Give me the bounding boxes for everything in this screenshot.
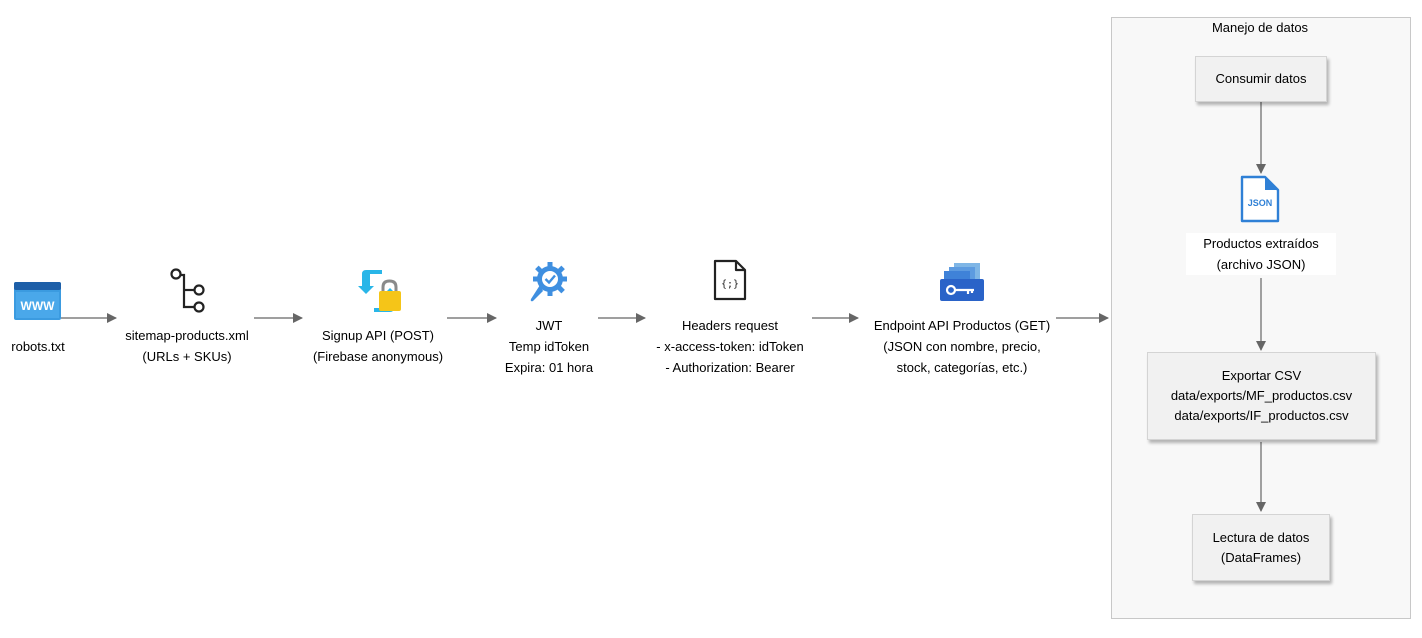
json-line-2: (archivo JSON) (1216, 257, 1306, 272)
web-browser-www-icon: WWW (14, 282, 61, 320)
signup-line-2: (Firebase anonymous) (312, 349, 444, 364)
robots-label: robots.txt (11, 339, 65, 354)
api-key-icon (940, 262, 984, 302)
lectura-line-2: (DataFrames) (1220, 549, 1302, 565)
headers-line-3: - Authorization: Bearer (665, 360, 795, 375)
gear-check-icon (528, 261, 570, 303)
code-file-icon: {;} (712, 258, 748, 302)
consumir-datos-label: Consumir datos (1215, 71, 1307, 86)
exportar-csv-box: Exportar CSV data/exports/MF_productos.c… (1147, 352, 1376, 440)
signup-line-1: Signup API (POST) (322, 328, 434, 343)
json-label: Productos extraídos (archivo JSON) (1186, 233, 1336, 275)
jwt-line-2: Temp idToken (508, 339, 590, 354)
group-title: Manejo de datos (1211, 20, 1309, 35)
headers-line-2: - x-access-token: idToken (656, 339, 804, 354)
svg-text:{;}: {;} (721, 279, 739, 290)
svg-text:WWW: WWW (21, 299, 56, 313)
json-line-1: Productos extraídos (1203, 236, 1319, 251)
endpoint-line-1: Endpoint API Productos (GET) (873, 318, 1051, 333)
exportar-line-3: data/exports/IF_productos.csv (1174, 408, 1349, 423)
exportar-line-1: Exportar CSV (1221, 368, 1302, 383)
svg-text:JSON: JSON (1248, 198, 1273, 208)
endpoint-label: Endpoint API Productos (GET) (JSON con n… (857, 315, 1067, 378)
sync-lock-icon (352, 266, 404, 316)
headers-line-1: Headers request (681, 318, 779, 333)
json-file-icon: JSON (1240, 175, 1280, 223)
endpoint-line-3: stock, categorías, etc.) (896, 360, 1028, 375)
jwt-line-1: JWT (535, 318, 563, 333)
jwt-line-3: Expira: 01 hora (504, 360, 594, 375)
sitemap-line-1: sitemap-products.xml (125, 328, 249, 343)
exportar-line-2: data/exports/MF_productos.csv (1170, 388, 1353, 403)
lectura-line-1: Lectura de datos (1212, 529, 1310, 545)
lectura-datos-box: Lectura de datos (DataFrames) (1192, 514, 1330, 581)
signup-label: Signup API (POST) (Firebase anonymous) (295, 325, 461, 367)
headers-label: Headers request - x-access-token: idToke… (640, 315, 820, 378)
consumir-datos-box: Consumir datos (1195, 56, 1327, 102)
jwt-label: JWT Temp idToken Expira: 01 hora (492, 315, 606, 378)
sitemap-label: sitemap-products.xml (URLs + SKUs) (102, 325, 272, 367)
endpoint-line-2: (JSON con nombre, precio, (883, 339, 1041, 354)
sitemap-line-2: (URLs + SKUs) (142, 349, 232, 364)
branch-tree-icon (168, 267, 208, 315)
